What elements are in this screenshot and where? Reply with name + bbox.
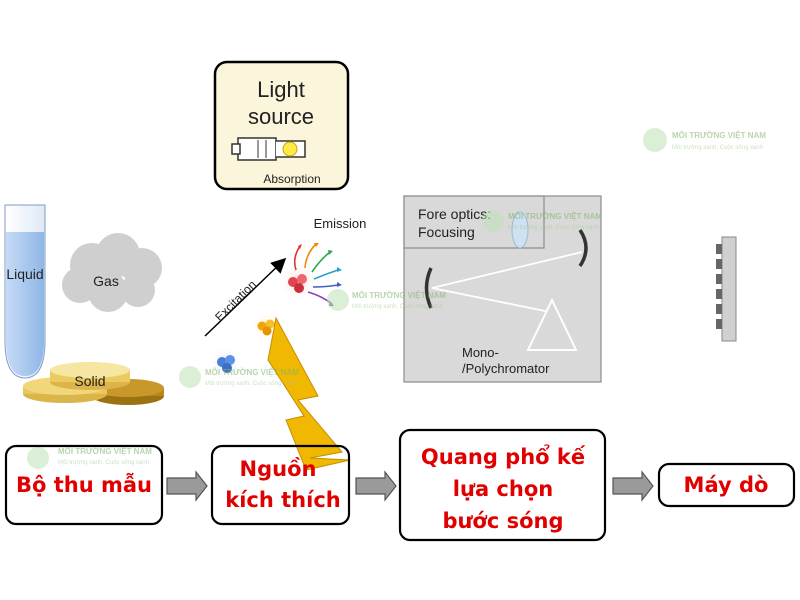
emitting-atom-icon: [288, 274, 307, 293]
detector-label: Máy dò: [684, 473, 769, 497]
emission-label: Emission: [314, 216, 367, 231]
collimating-mirror-icon: [424, 267, 433, 309]
svg-text:Môi trường xanh, Cuộc sống xan: Môi trường xanh, Cuộc sống xanh: [672, 145, 763, 151]
detector-array-icon: [716, 236, 737, 342]
sample-collector-label: Bộ thu mẫu: [16, 473, 152, 497]
flow-arrow-2: [355, 470, 397, 502]
flow-box-excitation-source: Nguồn kích thích: [210, 444, 351, 526]
svg-text:MÔI TRƯỜNG VIỆT NAM: MÔI TRƯỜNG VIỆT NAM: [508, 212, 602, 221]
flow-box-spectrometer: Quang phổ kế lựa chọn bước sóng: [398, 428, 607, 542]
svg-text:MÔI TRƯỜNG VIỆT NAM: MÔI TRƯỜNG VIỆT NAM: [205, 368, 299, 377]
spectrometer-label-3: bước sóng: [442, 509, 563, 533]
gas-cloud: Gas: [62, 233, 162, 312]
solid-label: Solid: [74, 373, 105, 389]
solid-discs: Solid: [23, 362, 164, 405]
watermark-4: MÔI TRƯỜNG VIỆT NAM Môi trường xanh, Cuộ…: [179, 366, 299, 388]
absorption-caption: Absorption: [263, 172, 320, 186]
prism-icon: [526, 297, 578, 351]
mono-label-1: Mono-: [462, 345, 499, 360]
svg-text:Môi trường xanh, Cuộc sống xan: Môi trường xanh, Cuộc sống xanh: [352, 304, 443, 310]
spectrometer-panel: Fore optics: Focusing Mono- /Polychromat…: [403, 195, 602, 383]
light-source-title-2: source: [248, 104, 314, 129]
mono-label-2: /Polychromator: [462, 361, 550, 376]
emission-rays-icon: [293, 243, 342, 306]
excitation-label: Excitation: [212, 277, 259, 324]
watermark-3: MÔI TRƯỜNG VIỆT NAM Môi trường xanh, Cuộ…: [327, 289, 446, 311]
fore-optics-label-2: Focusing: [418, 224, 475, 240]
svg-text:Môi trường xanh, Cuộc sống xan: Môi trường xanh, Cuộc sống xanh: [205, 381, 296, 387]
watermark-1: MÔI TRƯỜNG VIỆT NAM Môi trường xanh, Cuộ…: [643, 128, 766, 152]
fore-optics-label-1: Fore optics:: [418, 206, 491, 222]
flow-arrow-1: [166, 470, 208, 502]
svg-text:MÔI TRƯỜNG VIỆT NAM: MÔI TRƯỜNG VIỆT NAM: [352, 291, 446, 300]
excitation-arrow: [204, 257, 287, 337]
lightning-bolt-icon: [267, 316, 351, 471]
svg-text:MÔI TRƯỜNG VIỆT NAM: MÔI TRƯỜNG VIỆT NAM: [672, 131, 766, 140]
excitation-source-label-1: Nguồn: [240, 457, 317, 481]
svg-text:Môi trường xanh, Cuộc sống xan: Môi trường xanh, Cuộc sống xanh: [58, 460, 149, 466]
excitation-source-label-2: kích thích: [225, 488, 340, 512]
liquid-label: Liquid: [6, 266, 43, 282]
excited-atom-icon: [257, 319, 275, 336]
lens-icon: [511, 211, 529, 249]
ground-state-atom-icon: [217, 355, 235, 373]
lamp-icon: [231, 137, 306, 161]
light-source-title-1: Light: [257, 77, 305, 102]
svg-text:MÔI TRƯỜNG VIỆT NAM: MÔI TRƯỜNG VIỆT NAM: [58, 447, 152, 456]
watermark-2: MÔI TRƯỜNG VIỆT NAM Môi trường xanh, Cuộ…: [482, 210, 602, 232]
gas-label: Gas: [93, 273, 119, 289]
focusing-mirror-icon: [578, 229, 588, 267]
liquid-tube: Liquid: [4, 204, 46, 379]
svg-text:Môi trường xanh, Cuộc sống xan: Môi trường xanh, Cuộc sống xanh: [508, 225, 599, 231]
spectrometer-label-2: lựa chọn: [453, 477, 553, 501]
spectrometer-label-1: Quang phổ kế: [421, 444, 586, 469]
watermark-5: MÔI TRƯỜNG VIỆT NAM Môi trường xanh, Cuộ…: [27, 447, 152, 469]
flow-box-sample-collector: Bộ thu mẫu: [4, 444, 164, 526]
light-source-box: Light source Absorption: [213, 60, 350, 191]
flow-arrow-3: [612, 470, 654, 502]
flow-box-detector: Máy dò: [657, 462, 796, 508]
